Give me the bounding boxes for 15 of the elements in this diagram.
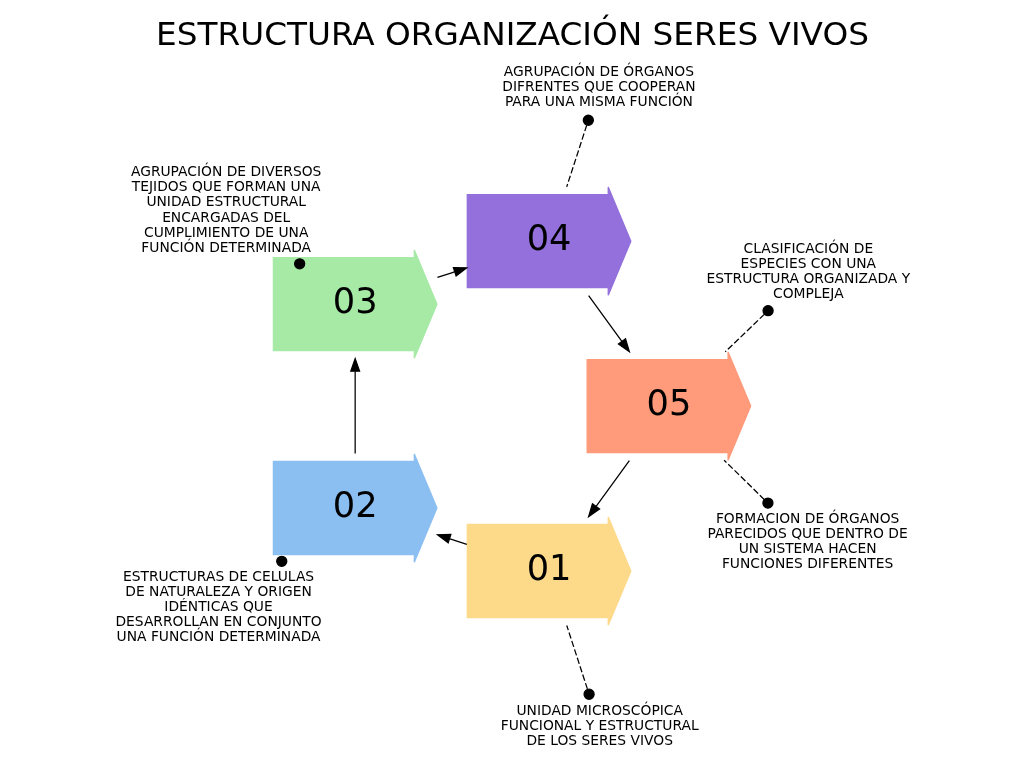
arrow (587, 294, 630, 354)
connector (724, 305, 774, 353)
arrow (349, 356, 360, 454)
node-text: CLASIFICACIÓN DE ESPECIES CON UNA ESTRUCTURA ORGANIZADA Y COMPLEJA (706, 239, 910, 302)
node-text: UNIDAD MICROSCÓPICA FUNCIONAL Y ESTRUCTURAL DE LOS SERES VIVOS (500, 702, 699, 749)
arrow (435, 533, 467, 545)
node-text: FORMACION DE ÓRGANOS PARECIDOS QUE DENTRO DE UN SISTEMA HACEN FUNCIONES DIFERENTES (706, 509, 908, 572)
connector (565, 624, 595, 700)
diagram-title: ESTRUCTURA ORGANIZACIÓN SERES VIVOS (155, 14, 869, 53)
connector (723, 459, 774, 509)
arrow (587, 459, 630, 519)
arrow (436, 266, 469, 279)
node-text: AGRUPACIÓN DE ÓRGANOS DIFRENTES QUE COOPERAN PARA UNA MISMA FUNCIÓN (501, 63, 696, 110)
node-text: ESTRUCTURAS DE CELULAS DE NATURALEZA Y ORIGEN IDÉNTICAS QUE DESARROLLAN EN CONJUNTO UNA FUNCIÓN DETERMINADA (114, 567, 322, 645)
connector (565, 114, 594, 188)
